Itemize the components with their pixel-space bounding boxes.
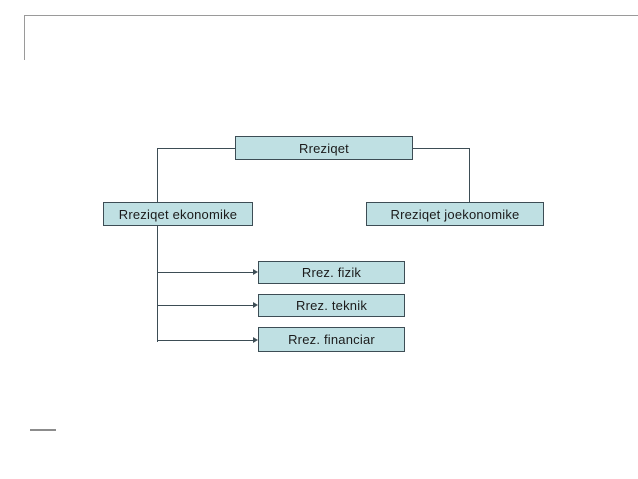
- diagram-node-rreziqet-joekonomike[interactable]: Rreziqet joekonomike: [366, 202, 544, 226]
- slide-frame-left-tick: [24, 15, 25, 60]
- arrowhead-icon-fizik: [253, 269, 258, 275]
- diagram-node-rreziqet[interactable]: Rreziqet: [235, 136, 413, 160]
- connector-root-to-joekonomike-vertical: [469, 148, 470, 203]
- arrowhead-icon-teknik: [253, 302, 258, 308]
- connector-ekonomike-to-fizik: [157, 272, 254, 273]
- diagram-node-rreziqet-ekonomike[interactable]: Rreziqet ekonomike: [103, 202, 253, 226]
- connector-ekonomike-to-teknik: [157, 305, 254, 306]
- connector-ekonomike-to-financiar: [157, 340, 254, 341]
- connector-ekonomike-spine: [157, 226, 158, 342]
- connector-root-to-joekonomike-horizontal: [412, 148, 470, 149]
- diagram-node-rrez-fizik[interactable]: Rrez. fizik: [258, 261, 405, 284]
- connector-root-to-ekonomike-vertical: [157, 148, 158, 203]
- slide-footer-dash: [30, 429, 56, 431]
- diagram-node-rrez-financiar[interactable]: Rrez. financiar: [258, 327, 405, 352]
- connector-root-to-ekonomike-horizontal: [157, 148, 236, 149]
- diagram-node-rrez-teknik[interactable]: Rrez. teknik: [258, 294, 405, 317]
- arrowhead-icon-financiar: [253, 337, 258, 343]
- slide-frame-top-rule: [24, 15, 638, 16]
